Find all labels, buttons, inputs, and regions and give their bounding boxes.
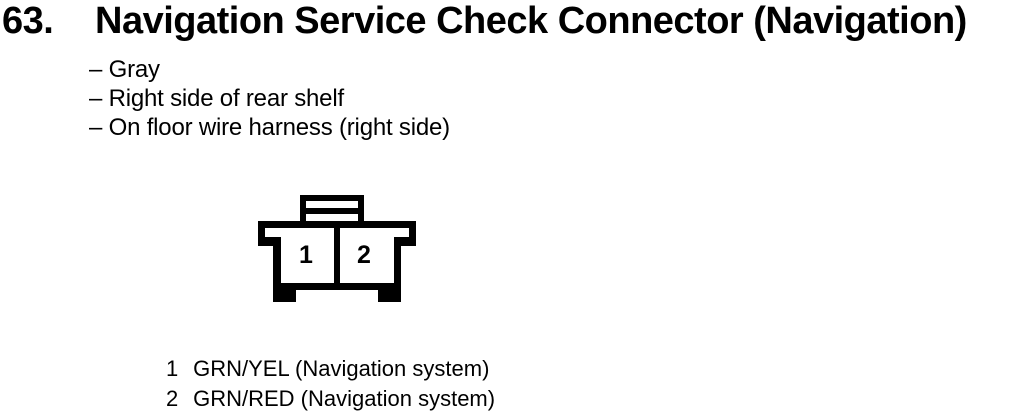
cavity-1 <box>265 228 334 283</box>
section-number: 63. <box>2 0 54 42</box>
cavity-2 <box>340 228 409 283</box>
detail-harness: – On floor wire harness (right side) <box>89 114 450 141</box>
detail-location: – Right side of rear shelf <box>89 85 344 112</box>
pin-number: 2 <box>166 386 179 411</box>
lock-tab-slot-top <box>306 201 358 208</box>
pin-wire-label: GRN/YEL (Navigation system) <box>193 356 490 381</box>
pin-legend: 1 GRN/YEL (Navigation system) 2 GRN/RED … <box>166 354 495 414</box>
cavity-2-label: 2 <box>357 241 371 269</box>
pin-row-2: 2 GRN/RED (Navigation system) <box>166 384 495 414</box>
connector-diagram: 1 2 <box>258 195 416 302</box>
lock-tab-slot-bottom <box>306 214 358 221</box>
pin-number: 1 <box>166 356 179 381</box>
pin-row-1: 1 GRN/YEL (Navigation system) <box>166 354 495 384</box>
pin-wire-label: GRN/RED (Navigation system) <box>193 386 496 411</box>
page-title: Navigation Service Check Connector (Navi… <box>95 0 967 42</box>
cavity-1-label: 1 <box>299 241 313 269</box>
detail-color: – Gray <box>89 56 160 83</box>
connector-details: – Gray – Right side of rear shelf – On f… <box>89 55 450 142</box>
